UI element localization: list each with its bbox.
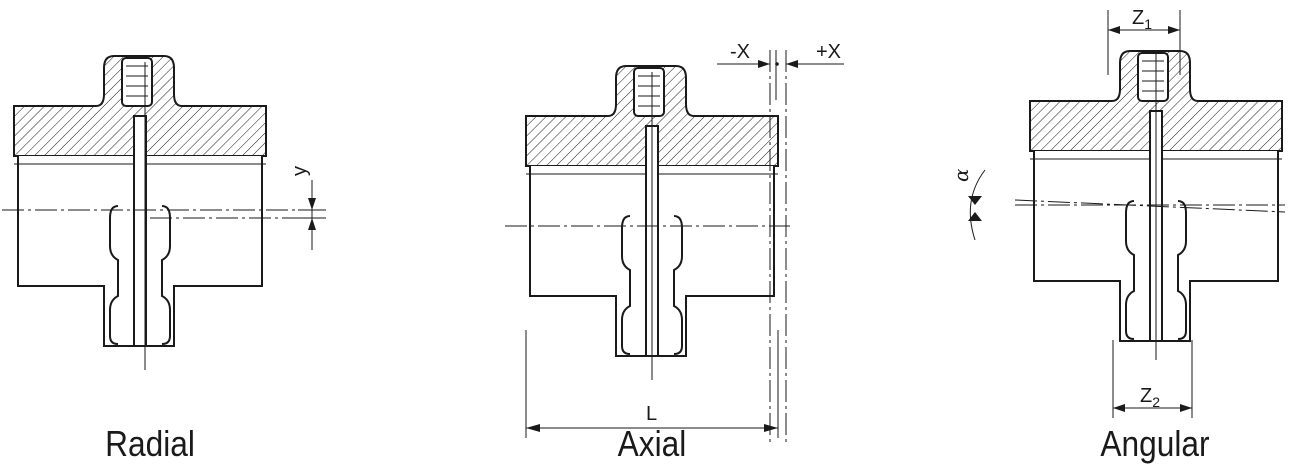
z2-label: Z2 — [1140, 385, 1160, 410]
z1-label: Z1 — [1132, 7, 1152, 32]
axial-plus-label: +X — [816, 41, 841, 63]
angle-label: α — [949, 168, 973, 182]
axial-coupling — [505, 50, 844, 445]
length-label: L — [646, 403, 657, 425]
caption-radial: Radial — [105, 423, 195, 464]
caption-axial: Axial — [617, 423, 687, 464]
axial-minus-label: -X — [730, 41, 750, 63]
radial-coupling — [2, 55, 326, 370]
angular-coupling — [968, 10, 1286, 418]
radial-offset-label: y — [289, 166, 311, 176]
caption-angular: Angular — [1100, 423, 1210, 464]
